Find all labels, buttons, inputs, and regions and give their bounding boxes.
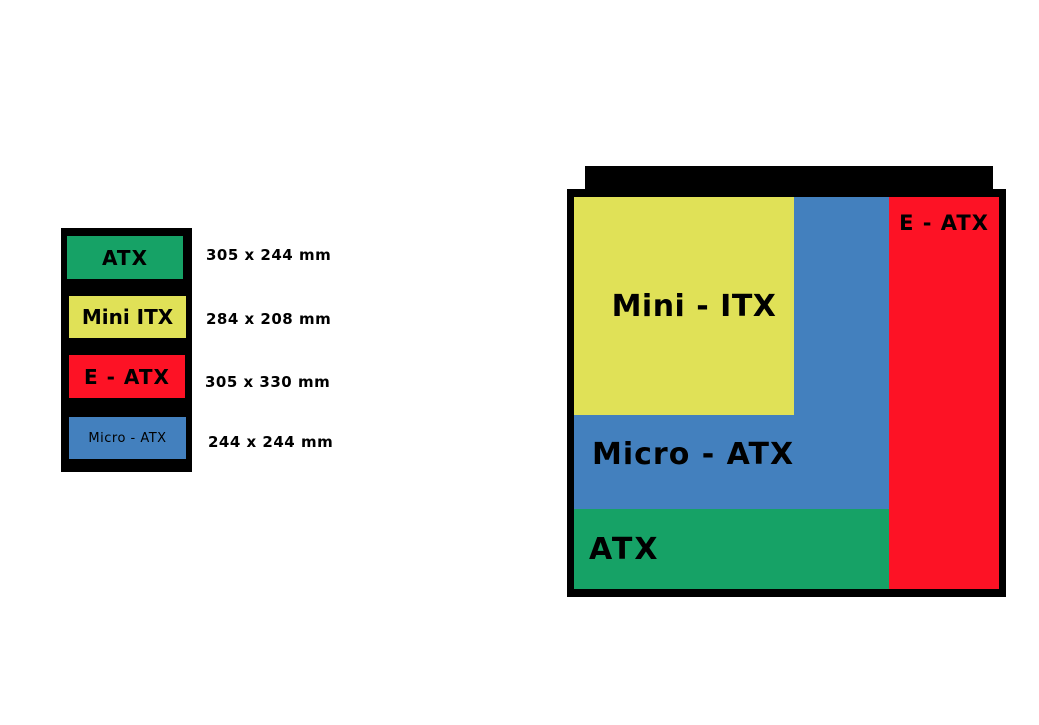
- dimension-label-e-atx: 305 x 330 mm: [205, 373, 331, 391]
- case-outline: E - ATX Micro - ATX Mini - ITX ATX: [567, 189, 1006, 597]
- legend-swatch-e-atx: E - ATX: [69, 355, 185, 398]
- legend-panel: ATX Mini ITX E - ATX Micro - ATX: [61, 228, 192, 472]
- dimension-label-micro-atx: 244 x 244 mm: [208, 433, 334, 451]
- region-mini-itx: Mini - ITX: [574, 197, 794, 415]
- dimension-label-mini-itx: 284 x 208 mm: [206, 310, 332, 328]
- region-atx: ATX: [574, 509, 889, 589]
- dimension-label-atx: 305 x 244 mm: [206, 246, 332, 264]
- legend-swatch-micro-atx: Micro - ATX: [69, 417, 186, 459]
- legend-swatch-atx: ATX: [67, 236, 183, 279]
- legend-swatch-mini-itx: Mini ITX: [69, 296, 186, 338]
- region-e-atx: E - ATX: [889, 197, 999, 589]
- case-top-bar: [585, 166, 993, 190]
